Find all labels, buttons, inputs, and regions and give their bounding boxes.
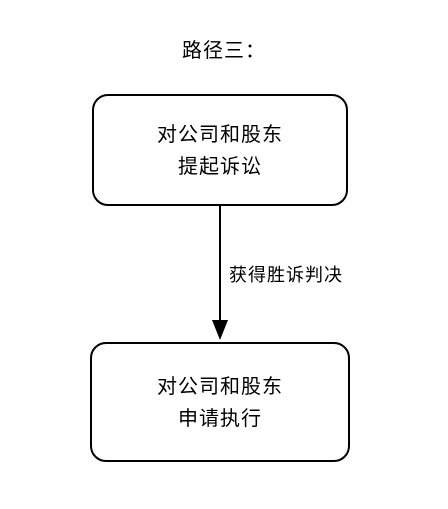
node-apply-enforcement-line1: 对公司和股东 [157, 374, 283, 398]
arrowhead-icon [212, 320, 228, 340]
node-file-lawsuit: 对公司和股东 提起诉讼 [92, 94, 348, 206]
node-apply-enforcement: 对公司和股东 申请执行 [90, 342, 350, 462]
node-file-lawsuit-line1: 对公司和股东 [157, 122, 283, 146]
edge-label: 获得胜诉判决 [229, 265, 343, 286]
node-file-lawsuit-line2: 提起诉讼 [178, 154, 262, 178]
node-apply-enforcement-line2: 申请执行 [178, 406, 262, 430]
diagram-title: 路径三： [182, 38, 266, 62]
